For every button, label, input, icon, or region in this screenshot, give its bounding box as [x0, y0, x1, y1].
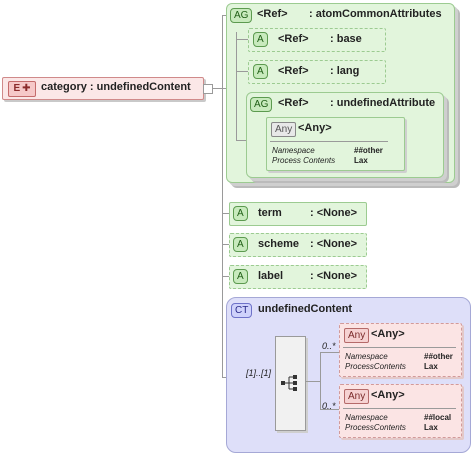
- connector-line: [222, 244, 229, 245]
- sequence-connector-icon: [203, 84, 213, 94]
- attribute-badge: A: [233, 269, 248, 284]
- attribute-badge: A: [253, 64, 268, 79]
- attribute-ref: <Ref>: [278, 33, 309, 45]
- any-label: <Any>: [371, 328, 405, 340]
- ag-badge: AG: [250, 97, 273, 112]
- namespace-key: Namespace: [345, 413, 388, 422]
- process-contents-value: Lax: [354, 156, 368, 165]
- namespace-value: ##other: [354, 146, 383, 155]
- attribute-base[interactable]: [248, 28, 386, 52]
- sequence-icon: [281, 375, 297, 391]
- namespace-key: Namespace: [272, 146, 315, 155]
- attribute-name: : base: [330, 33, 362, 45]
- separator: [343, 408, 456, 409]
- any-label: <Any>: [298, 122, 332, 134]
- ct-name: undefinedContent: [258, 303, 353, 315]
- attribute-badge: A: [233, 237, 248, 252]
- connector-line: [236, 39, 248, 40]
- plus-icon: ✚: [22, 83, 31, 94]
- any-label: <Any>: [371, 389, 405, 401]
- attribute-lang[interactable]: [248, 60, 386, 84]
- attribute-badge: A: [253, 32, 268, 47]
- process-contents-value: Lax: [424, 362, 438, 371]
- connector-line: [222, 15, 229, 16]
- element-badge: E✚: [8, 81, 36, 97]
- ag-name: : undefinedAttribute: [330, 97, 436, 109]
- element-category[interactable]: E✚ category : undefinedContent: [2, 77, 204, 100]
- attribute-scheme[interactable]: [229, 233, 367, 257]
- attribute-type: : <None>: [310, 238, 358, 250]
- sequence-compositor[interactable]: [275, 336, 306, 431]
- ag-badge: AG: [230, 8, 253, 23]
- ct-badge: CT: [231, 303, 253, 318]
- attribute-badge: A: [233, 206, 248, 221]
- any-badge: Any: [344, 328, 370, 343]
- element-label: category : undefinedContent: [41, 81, 191, 93]
- attribute-ref: <Ref>: [278, 65, 309, 77]
- any-badge: Any: [344, 389, 370, 404]
- process-contents-key: ProcessContents: [345, 362, 406, 371]
- connector-line: [212, 88, 226, 89]
- separator: [343, 347, 456, 348]
- connector-line: [236, 140, 248, 141]
- connector-line: [320, 409, 339, 410]
- any-occurrence: 0..*: [322, 401, 336, 411]
- attribute-type: : <None>: [310, 270, 358, 282]
- sequence-occurrence: [1]..[1]: [246, 368, 272, 378]
- process-contents-key: ProcessContents: [345, 423, 406, 432]
- attribute-name: term: [258, 207, 282, 219]
- any-badge: Any: [271, 122, 297, 137]
- group-trunk: [236, 32, 237, 140]
- connector-line: [236, 71, 248, 72]
- namespace-value: ##local: [424, 413, 452, 422]
- attribute-term[interactable]: [229, 202, 367, 226]
- attribute-type: : <None>: [310, 207, 358, 219]
- ag-ref: <Ref>: [278, 97, 309, 109]
- ag-name: : atomCommonAttributes: [309, 8, 442, 20]
- process-contents-value: Lax: [424, 423, 438, 432]
- connector-trunk: [222, 15, 223, 377]
- connector-line: [222, 213, 229, 214]
- connector-line: [320, 352, 339, 353]
- attribute-label[interactable]: [229, 265, 367, 289]
- attribute-name: scheme: [258, 238, 299, 250]
- any-occurrence: 0..*: [322, 341, 336, 351]
- separator: [270, 141, 388, 142]
- connector-line: [222, 276, 229, 277]
- ag-ref: <Ref>: [257, 8, 288, 20]
- process-contents-key: Process Contents: [272, 156, 336, 165]
- attribute-name: label: [258, 270, 284, 282]
- attribute-name: : lang: [330, 65, 360, 77]
- connector-line: [305, 381, 320, 382]
- namespace-value: ##other: [424, 352, 453, 361]
- connector-line: [320, 352, 321, 409]
- namespace-key: Namespace: [345, 352, 388, 361]
